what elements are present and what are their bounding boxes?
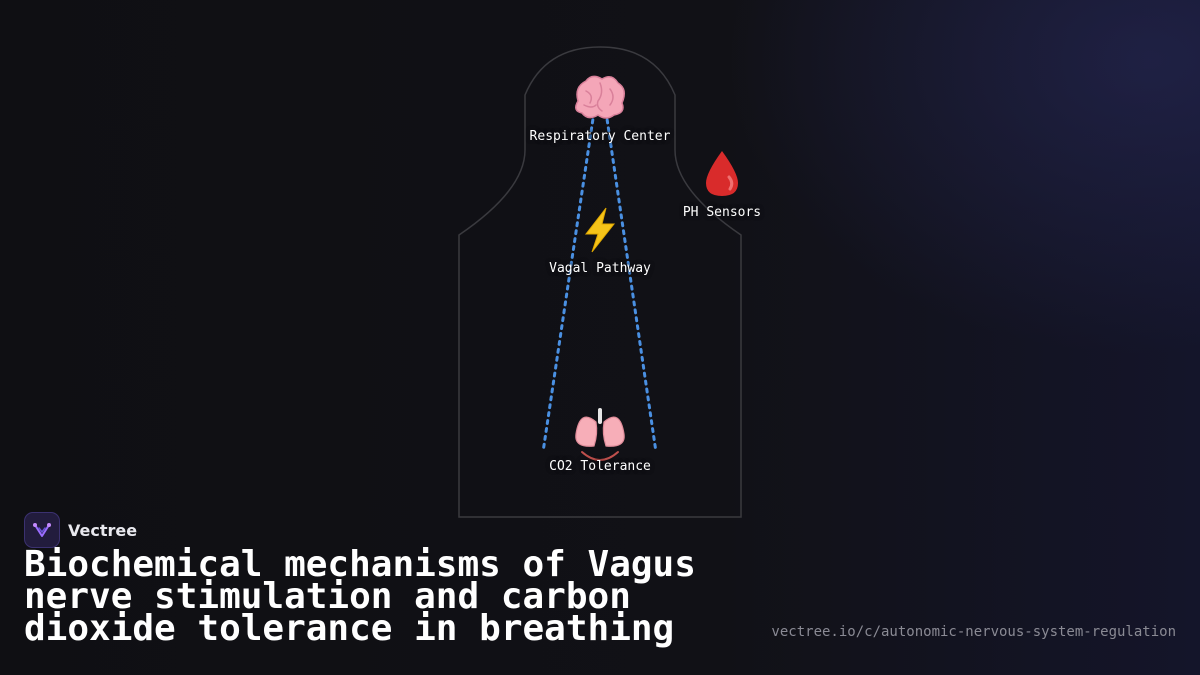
connector-left [541, 110, 596, 454]
node-label-co2-tolerance: CO2 Tolerance [549, 459, 651, 474]
source-url[interactable]: vectree.io/c/autonomic-nervous-system-re… [771, 624, 1176, 640]
blood-drop-icon [706, 151, 738, 196]
body-silhouette-outline [458, 46, 742, 518]
lightning-icon [584, 207, 616, 253]
brand[interactable]: Vectree [24, 512, 137, 548]
brain-icon [575, 75, 625, 119]
page-title: Biochemical mechanisms of Vagus nerve st… [24, 544, 696, 649]
node-label-vagal-pathway: Vagal Pathway [549, 261, 651, 276]
vectree-logo-icon [24, 512, 60, 548]
node-label-respiratory-center: Respiratory Center [529, 129, 671, 144]
lungs-icon [575, 408, 625, 461]
connector-right [604, 110, 658, 454]
brand-name: Vectree [68, 520, 138, 540]
node-label-ph-sensors: PH Sensors [682, 205, 762, 220]
